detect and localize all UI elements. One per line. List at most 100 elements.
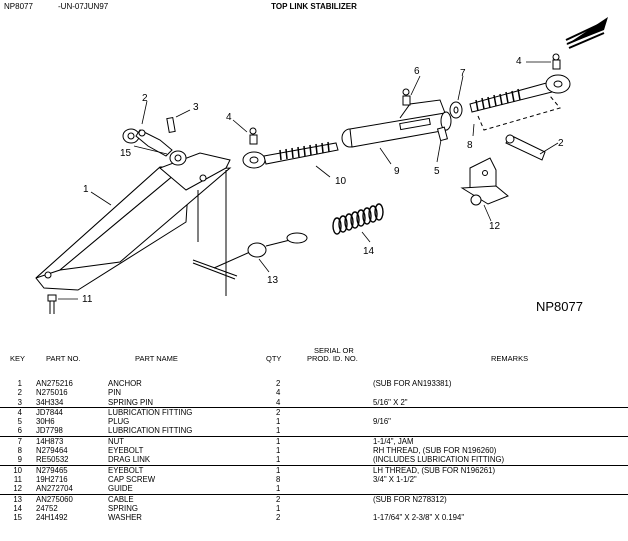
row-part-name: ANCHOR (108, 379, 142, 388)
pin-part (135, 129, 173, 157)
callout-6: 6 (414, 66, 420, 77)
row-part-name: SPRING PIN (108, 397, 154, 407)
callout-15: 15 (120, 148, 132, 159)
row-qty: 4 (276, 388, 281, 398)
callout-3: 3 (193, 102, 199, 113)
row-qty: 2 (276, 494, 281, 504)
row-part-no: AN272704 (36, 484, 73, 494)
row-key: 15 (13, 513, 22, 523)
plug-part (436, 126, 449, 142)
row-part-name: CABLE (108, 494, 134, 504)
row-part-no: 24H1492 (36, 513, 68, 523)
row-part-name: LUBRICATION FITTING (108, 407, 193, 417)
row-key: 5 (17, 417, 22, 427)
row-qty: 1 (276, 446, 281, 456)
washer-part (122, 128, 187, 166)
guide-part (460, 157, 509, 206)
row-qty: 2 (276, 407, 281, 417)
row-remarks: 1-1/4", JAM (373, 436, 414, 446)
row-key: 8 (17, 446, 22, 456)
lubrication-fitting-part (402, 88, 411, 106)
row-key: 12 (13, 484, 22, 494)
callout-9: 9 (394, 166, 400, 177)
callout-8: 8 (467, 140, 473, 151)
row-part-no: JD7844 (36, 407, 63, 417)
row-qty: 8 (276, 474, 281, 484)
callout-14: 14 (363, 246, 375, 257)
row-part-no: RE50532 (36, 455, 69, 465)
header-part-name: PART NAME (135, 354, 178, 363)
row-part-name: DRAG LINK (108, 455, 151, 465)
table-row: 4 JD7844 LUBRICATION FITTING 2 (0, 406, 628, 417)
row-part-no: 14H873 (36, 436, 64, 446)
guide-line (477, 95, 561, 131)
eyebolt-rh-part (469, 74, 571, 113)
row-key: 2 (17, 388, 22, 398)
row-part-name: NUT (108, 436, 125, 446)
callout-2b: 2 (558, 138, 564, 149)
callout-labels: 1 2 3 15 4 10 9 6 7 5 8 4 2 12 14 13 11 (82, 56, 564, 305)
row-remarks: LH THREAD, (SUB FOR N196261) (373, 465, 496, 475)
row-remarks: 9/16" (373, 417, 391, 427)
row-remarks: (SUB FOR N278312) (373, 494, 447, 504)
row-part-name: EYEBOLT (108, 446, 144, 456)
page-title: TOP LINK STABILIZER (271, 2, 357, 11)
callout-10: 10 (335, 176, 347, 187)
row-part-no: 19H2716 (36, 474, 68, 484)
row-key: 14 (13, 503, 22, 513)
row-key: 4 (17, 407, 22, 417)
callout-4: 4 (226, 112, 232, 123)
row-remarks: RH THREAD, (SUB FOR N196260) (373, 446, 497, 456)
row-qty: 1 (276, 426, 281, 436)
row-qty: 2 (276, 379, 281, 388)
row-key: 3 (17, 397, 22, 407)
row-remarks: (SUB FOR AN193381) (373, 379, 452, 388)
exploded-parts-diagram: 1 2 3 15 4 10 9 6 7 5 8 4 2 12 14 13 11 (35, 17, 608, 314)
row-remarks: 3/4" X 1-1/2" (373, 474, 417, 484)
row-key: 6 (17, 426, 22, 436)
row-qty: 1 (276, 484, 281, 494)
row-remarks: (INCLUDES LUBRICATION FITTING) (373, 455, 505, 465)
callout-12: 12 (489, 221, 501, 232)
pin-part (505, 134, 546, 161)
row-part-no: N279464 (36, 446, 68, 456)
cable-part (192, 232, 308, 280)
row-key: 1 (17, 379, 22, 388)
row-qty: 1 (276, 417, 281, 427)
row-qty: 1 (276, 436, 281, 446)
direction-arrow-icon (565, 17, 608, 49)
row-part-name: PLUG (108, 417, 130, 427)
callout-11: 11 (82, 294, 93, 305)
nut-part (449, 101, 463, 119)
callout-5: 5 (434, 166, 440, 177)
callout-4b: 4 (516, 56, 522, 67)
spring-part (332, 203, 384, 235)
row-part-name: EYEBOLT (108, 465, 144, 475)
table-row: 12 AN272704 GUIDE 1 (0, 484, 628, 493)
cap-screw-part (47, 294, 57, 314)
figure-id: NP8077 (536, 299, 583, 314)
table-row: 5 30H6 PLUG 1 9/16" (0, 417, 628, 426)
row-part-no: JD7798 (36, 426, 63, 436)
callout-7: 7 (460, 68, 466, 79)
row-key: 13 (13, 494, 22, 504)
row-part-name: GUIDE (108, 484, 133, 494)
row-qty: 4 (276, 397, 281, 407)
header-qty: QTY (266, 354, 282, 363)
row-qty: 1 (276, 465, 281, 475)
header-key: KEY (10, 354, 26, 363)
header-part-no: PART NO. (46, 354, 81, 363)
row-part-name: CAP SCREW (108, 474, 156, 484)
row-key: 9 (17, 455, 22, 465)
spring-pin-part (166, 117, 176, 133)
callout-2: 2 (142, 93, 148, 104)
row-part-no: AN275216 (36, 379, 73, 388)
row-part-name: WASHER (108, 513, 142, 523)
leader-lines (58, 61, 559, 300)
row-qty: 2 (276, 513, 281, 523)
row-part-no: 30H6 (36, 417, 55, 427)
